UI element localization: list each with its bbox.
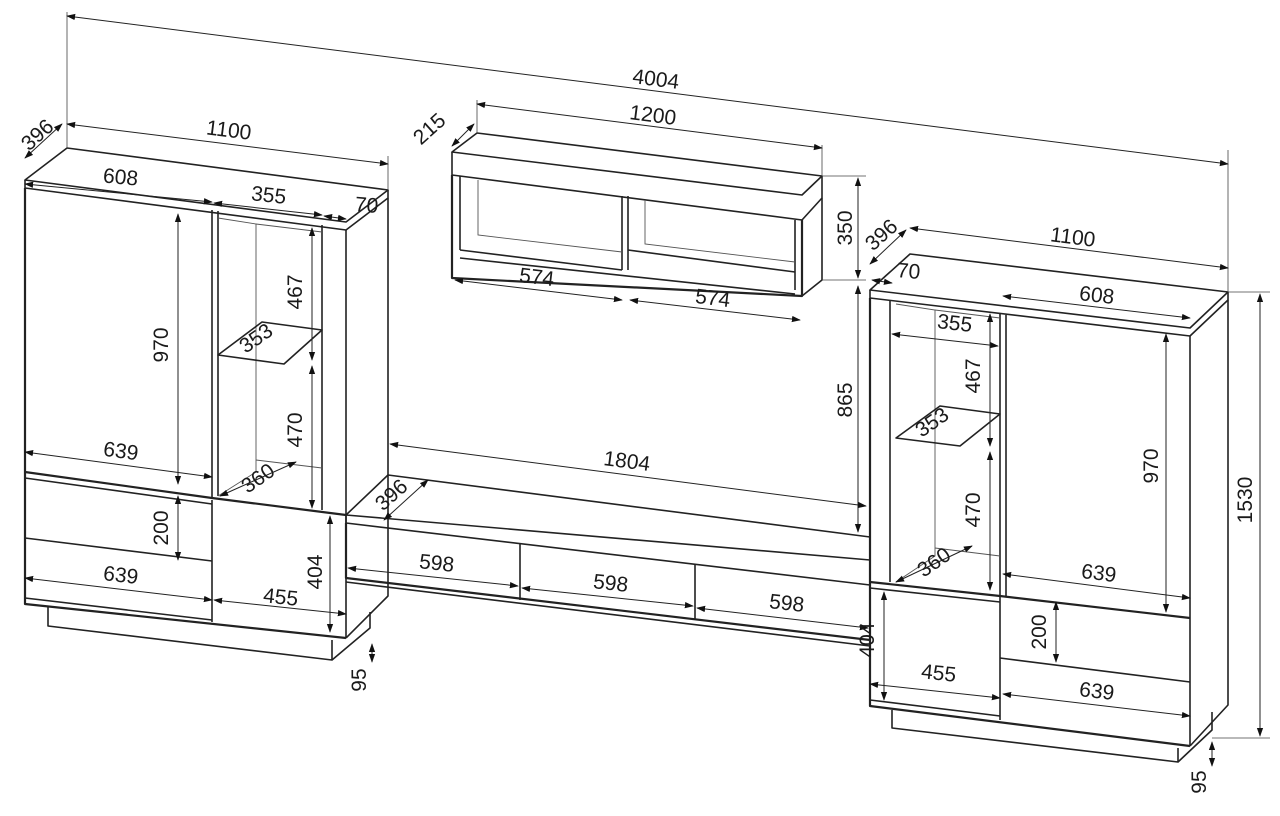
dim-right-side-depth: 70: [896, 259, 921, 284]
dim-left-lower-gap: 470: [284, 412, 307, 447]
dim-shelf-comp-left: 574: [518, 264, 556, 291]
dim-right-door-height: 970: [1140, 448, 1163, 483]
dim-tv-drawer-1: 598: [418, 550, 455, 577]
dim-right-lower-drawer-width: 639: [1078, 678, 1115, 705]
dim-shelf-height: 350: [834, 210, 857, 245]
dim-right-total-height: 1530: [1234, 477, 1257, 524]
dim-right-lower-gap: 470: [962, 492, 985, 527]
dim-right-upper-gap: 467: [962, 358, 985, 393]
dim-right-door-width: 608: [1078, 282, 1115, 309]
dimension-lines: [24, 12, 1270, 767]
dim-overall-width: 4004: [631, 65, 681, 94]
dim-left-drawer-width: 639: [102, 438, 140, 465]
right-cabinet: [868, 253, 1229, 763]
dim-left-door-height: 970: [150, 327, 173, 362]
dim-right-bottom-depth: 360: [913, 543, 955, 582]
dim-left-low-door-width: 455: [262, 584, 299, 611]
dim-tv-depth: 396: [371, 475, 412, 516]
dim-left-door-width: 608: [102, 164, 139, 190]
dim-right-drawer-height: 200: [1028, 614, 1051, 649]
dim-shelf-comp-right: 574: [694, 285, 732, 312]
wall-shelf: [450, 132, 823, 298]
dim-tv-drawer-2: 598: [592, 570, 629, 597]
dim-left-drawer-height: 200: [150, 510, 173, 545]
dim-left-side-depth: 70: [354, 193, 379, 218]
dim-tv-width: 1804: [602, 447, 652, 476]
dim-right-drawer-width: 639: [1080, 560, 1118, 587]
dim-left-upper-gap: 467: [284, 274, 307, 309]
dim-left-plinth: 95: [348, 668, 371, 691]
dim-shelf-width: 1200: [628, 101, 677, 130]
dim-tv-height-gap: 865: [834, 382, 857, 417]
dim-left-glass-shelf: 353: [235, 319, 277, 358]
dim-left-width: 1100: [205, 116, 253, 144]
dim-right-depth: 396: [861, 215, 902, 256]
dim-left-shelf-width: 355: [250, 182, 287, 209]
dim-right-glass-shelf: 353: [911, 403, 953, 442]
left-cabinet: [23, 147, 389, 661]
dim-right-plinth: 95: [1188, 770, 1211, 793]
dim-tv-drawer-3: 598: [768, 590, 805, 617]
dim-shelf-depth: 215: [409, 109, 450, 150]
dim-right-low-door-width: 455: [920, 660, 957, 687]
dim-right-width: 1100: [1049, 223, 1097, 251]
dim-left-lower-drawer-width: 639: [102, 562, 139, 589]
dim-right-shelf-width: 355: [936, 310, 973, 337]
dim-left-bottom-depth: 360: [237, 459, 279, 498]
dim-left-low-door-height: 404: [304, 554, 327, 589]
dim-right-low-door-height: 404: [856, 622, 879, 657]
dim-left-depth: 396: [17, 115, 58, 156]
